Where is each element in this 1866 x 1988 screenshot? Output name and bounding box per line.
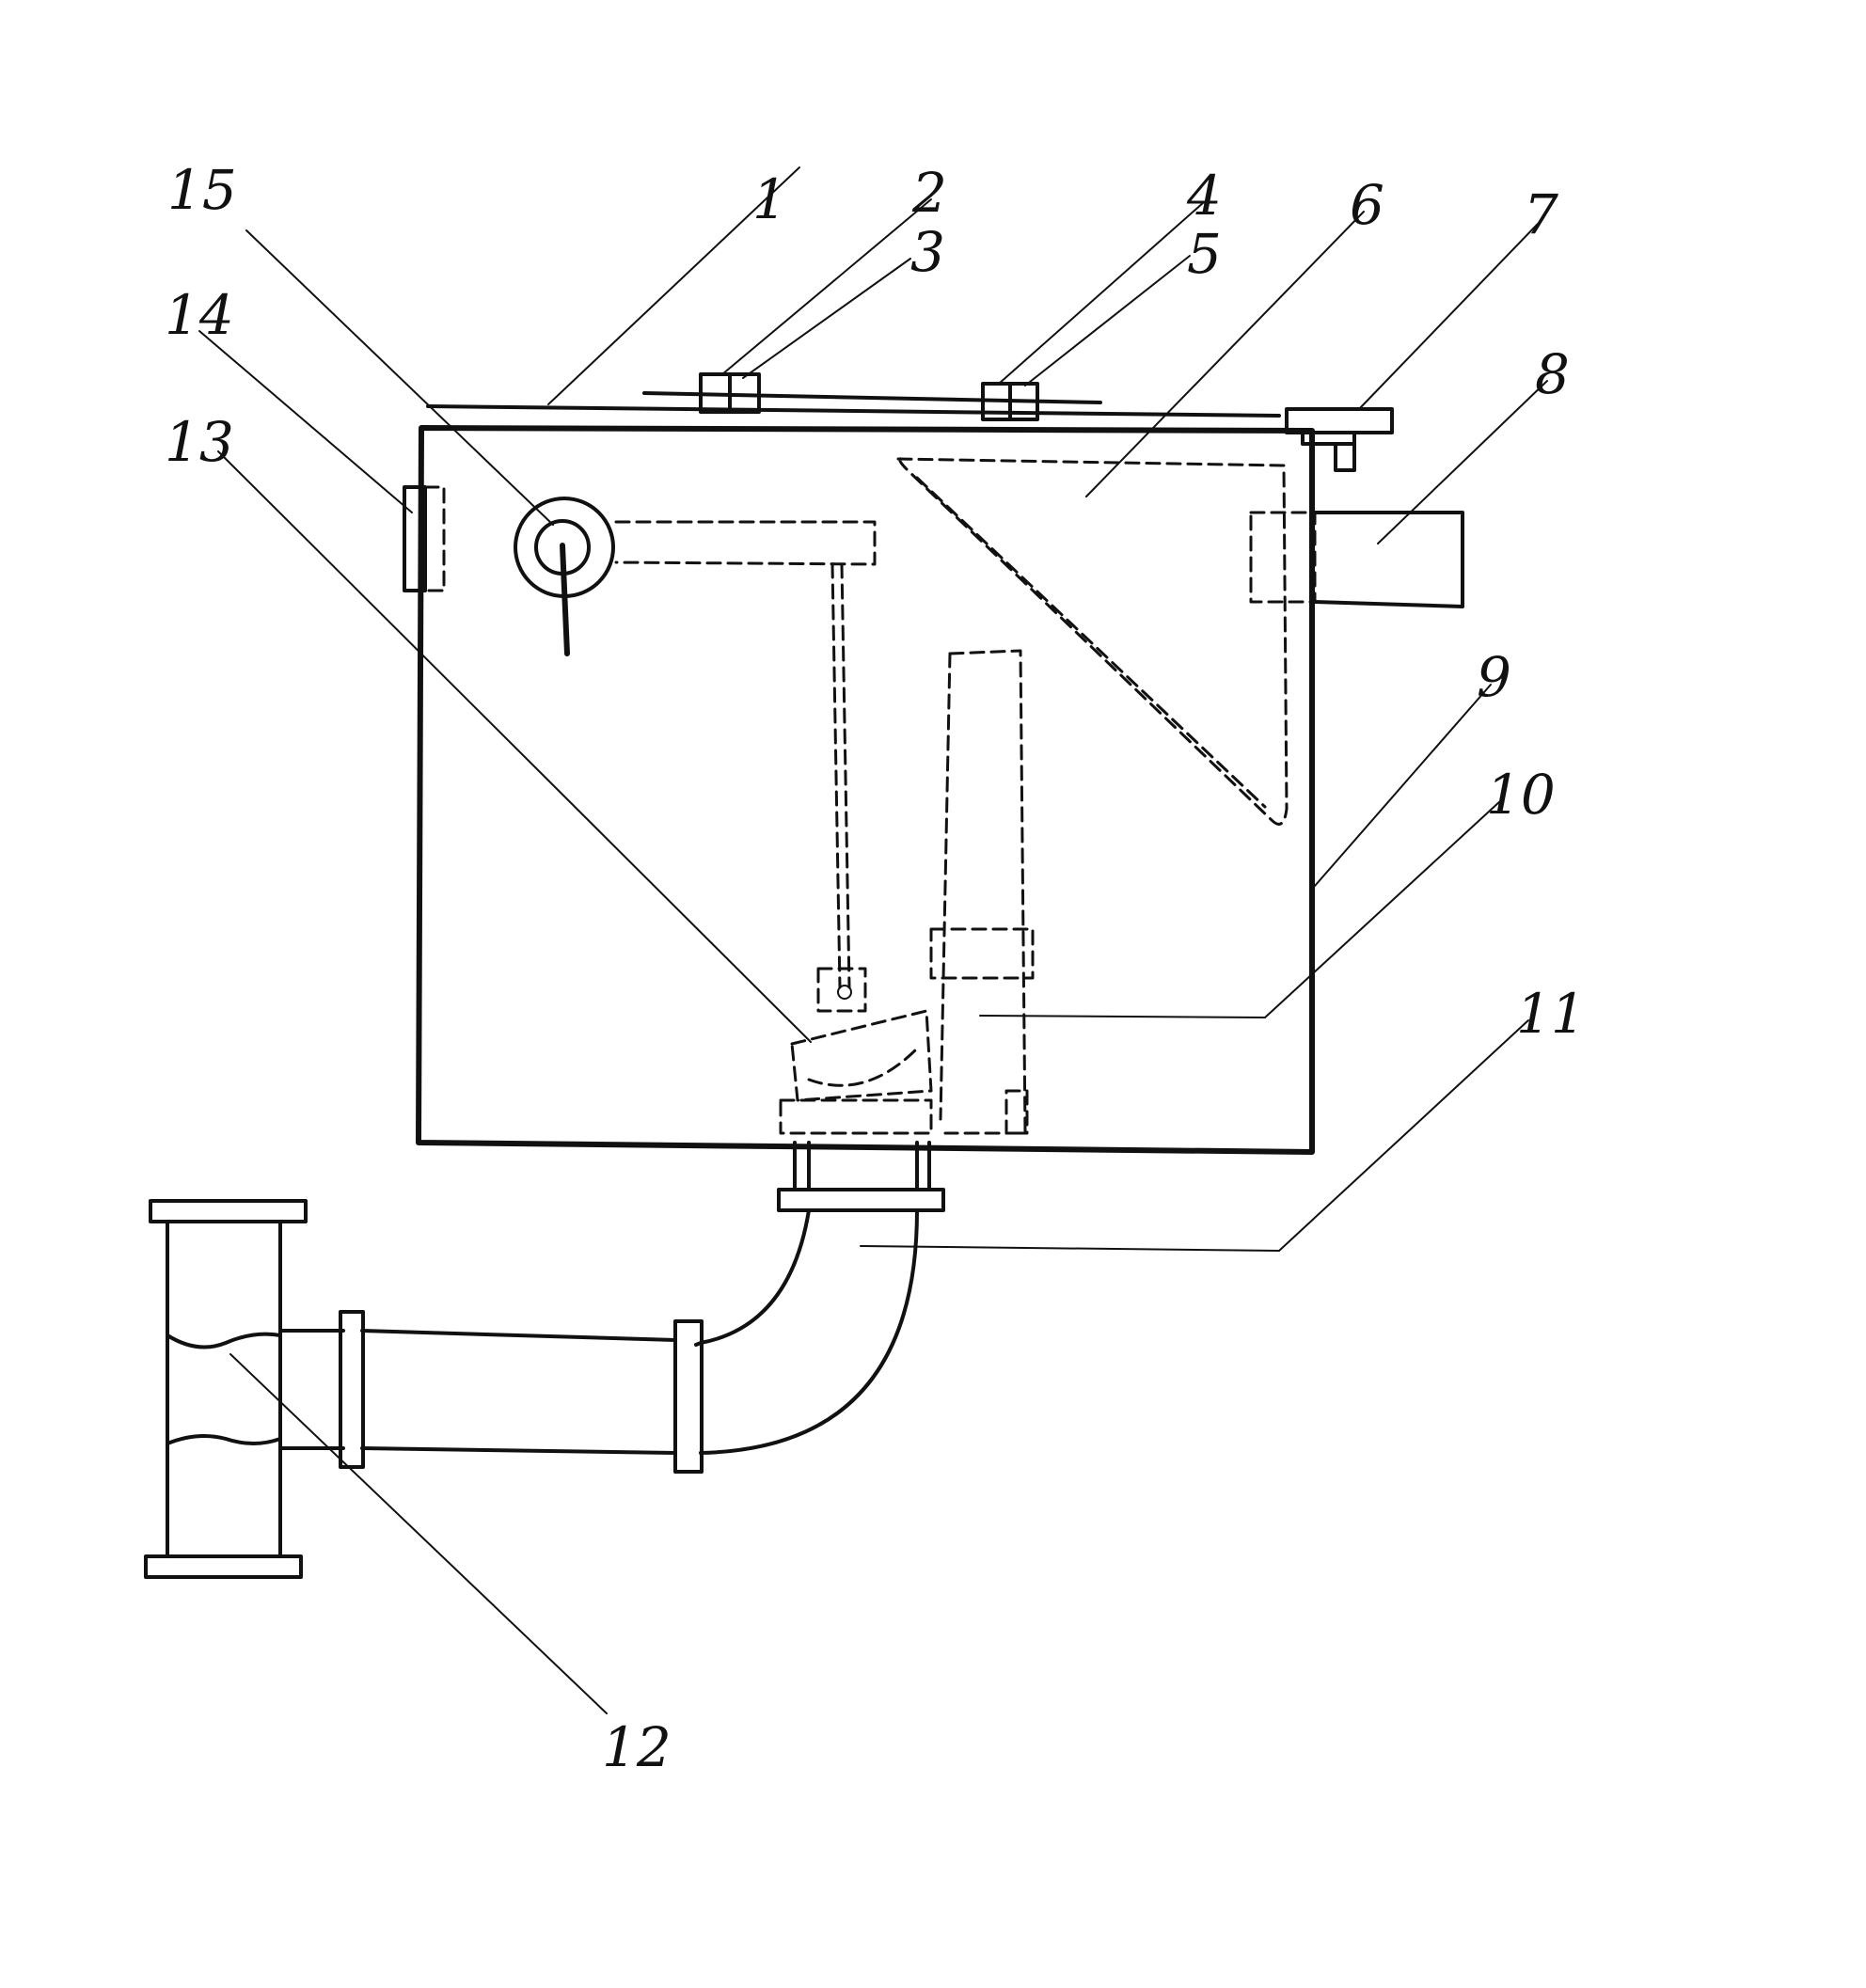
leader-8 xyxy=(1377,380,1548,544)
flush-lever xyxy=(614,520,877,566)
flapper-seal xyxy=(807,1047,919,1087)
leader-6 xyxy=(1085,211,1365,497)
label-3: 3 xyxy=(910,220,945,284)
leader-10-h xyxy=(979,1015,1266,1018)
tee-top-flange xyxy=(149,1199,308,1223)
outlet-flange xyxy=(777,1188,945,1212)
pipe-coupling-right xyxy=(673,1319,704,1474)
tee-break-upper xyxy=(166,1332,282,1349)
tube-foot xyxy=(1004,1089,1029,1135)
valve-seat xyxy=(779,1098,933,1135)
leader-12 xyxy=(229,1353,608,1714)
side-pipe xyxy=(1313,511,1464,608)
leader-14 xyxy=(198,330,413,513)
overflow-tube xyxy=(943,649,1027,1135)
leader-11 xyxy=(1278,1019,1529,1252)
pipe-coupling-left xyxy=(339,1310,365,1469)
leader-5 xyxy=(1024,255,1191,387)
label-8: 8 xyxy=(1535,342,1570,406)
tank-lid xyxy=(426,404,1281,418)
side-handle-inner xyxy=(423,485,446,592)
leader-10 xyxy=(1264,800,1501,1018)
overflow-tube-left xyxy=(939,652,952,1121)
leader-15 xyxy=(245,229,554,526)
leader-2 xyxy=(721,198,932,375)
overflow-channel xyxy=(896,457,1289,826)
flush-knob-stem xyxy=(560,543,570,656)
label-12: 12 xyxy=(602,1715,672,1779)
label-1: 1 xyxy=(752,167,787,231)
leader-9 xyxy=(1314,684,1492,887)
label-5: 5 xyxy=(1187,222,1222,286)
label-14: 14 xyxy=(165,283,234,347)
leader-11-h xyxy=(860,1245,1280,1252)
label-2: 2 xyxy=(911,161,947,225)
leader-7 xyxy=(1358,223,1539,410)
tank-body xyxy=(416,425,1315,1155)
flapper xyxy=(790,1009,933,1102)
label-7: 7 xyxy=(1524,182,1558,246)
label-13: 13 xyxy=(165,410,234,474)
leader-1 xyxy=(547,166,800,405)
inlet-valve-stem xyxy=(1301,431,1356,472)
part-labels: 1 2 3 4 5 6 7 8 9 10 11 12 13 14 15 xyxy=(165,158,1586,1779)
label-10: 10 xyxy=(1486,763,1556,827)
elbow-pipe xyxy=(694,1208,919,1455)
flapper-hinge xyxy=(816,967,867,1013)
overflow-channel-inner xyxy=(915,476,1267,809)
lid-rail xyxy=(642,391,1102,404)
label-11: 11 xyxy=(1516,982,1586,1046)
label-15: 15 xyxy=(167,158,237,222)
label-9: 9 xyxy=(1477,645,1511,709)
tee-bottom-flange xyxy=(144,1554,303,1579)
tube-collar xyxy=(929,927,1035,980)
leader-4 xyxy=(998,201,1205,385)
label-4: 4 xyxy=(1186,164,1222,228)
lever-rod xyxy=(830,562,851,989)
leader-13 xyxy=(217,450,812,1043)
leader-3 xyxy=(742,258,911,379)
side-pipe-inner xyxy=(1249,511,1317,604)
label-6: 6 xyxy=(1350,173,1384,237)
flapper-pivot xyxy=(837,985,852,1000)
tee-break-lower xyxy=(166,1434,282,1445)
horizontal-pipe xyxy=(280,1329,677,1455)
inlet-valve xyxy=(1285,407,1394,434)
tee-body xyxy=(166,1220,282,1558)
leader-lines xyxy=(198,166,1548,1714)
outlet-neck xyxy=(793,1141,931,1191)
